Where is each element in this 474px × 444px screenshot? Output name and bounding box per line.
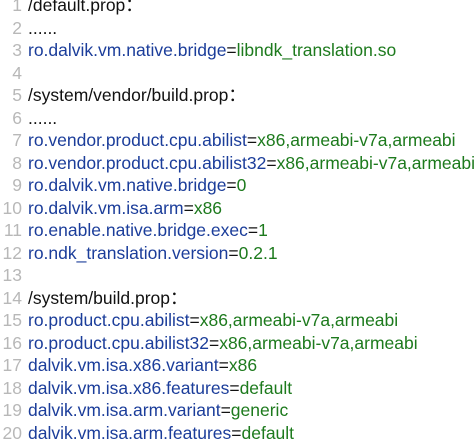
line-content: ro.vendor.product.cpu.abilist32=x86,arme… <box>28 152 474 175</box>
code-line: 15 ro.product.cpu.abilist=x86,armeabi-v7… <box>0 309 474 332</box>
property-key: ro.enable.native.bridge.exec <box>28 220 248 240</box>
line-content: ro.enable.native.bridge.exec=1 <box>28 219 268 242</box>
equals-sign: = <box>247 130 257 150</box>
line-content: dalvik.vm.isa.arm.features=default <box>28 422 294 444</box>
line-number: 17 <box>0 354 28 377</box>
code-line: 13 <box>0 264 474 287</box>
code-line: 5 /system/vendor/build.prop： <box>0 84 474 107</box>
line-number: 12 <box>0 242 28 265</box>
property-value: 0.2.1 <box>239 243 278 263</box>
code-line: 20 dalvik.vm.isa.arm.features=default <box>0 422 474 444</box>
line-number: 8 <box>0 152 28 175</box>
property-key: ro.vendor.product.cpu.abilist32 <box>28 153 266 173</box>
property-value: generic <box>231 400 288 420</box>
property-value: x86 <box>229 355 257 375</box>
line-content: dalvik.vm.isa.x86.features=default <box>28 377 292 400</box>
code-line: 1 /default.prop： <box>0 0 474 17</box>
code-line: 3 ro.dalvik.vm.native.bridge=libndk_tran… <box>0 39 474 62</box>
code-line: 11 ro.enable.native.bridge.exec=1 <box>0 219 474 242</box>
property-value: 1 <box>258 220 268 240</box>
code-line: 4 <box>0 62 474 85</box>
line-number: 13 <box>0 264 28 287</box>
line-text: /default.prop： <box>28 0 143 17</box>
line-number: 7 <box>0 129 28 152</box>
line-number: 18 <box>0 377 28 400</box>
property-key: ro.vendor.product.cpu.abilist <box>28 130 247 150</box>
code-line: 16 ro.product.cpu.abilist32=x86,armeabi-… <box>0 332 474 355</box>
property-key: ro.dalvik.vm.native.bridge <box>28 175 226 195</box>
property-value: libndk_translation.so <box>237 40 397 60</box>
equals-sign: = <box>221 400 231 420</box>
equals-sign: = <box>209 333 219 353</box>
line-number: 20 <box>0 422 28 444</box>
line-number: 6 <box>0 107 28 130</box>
code-line: 12 ro.ndk_translation.version=0.2.1 <box>0 242 474 265</box>
line-content: ro.vendor.product.cpu.abilist=x86,armeab… <box>28 129 456 152</box>
property-value: 0 <box>237 175 247 195</box>
line-content: ro.product.cpu.abilist=x86,armeabi-v7a,a… <box>28 309 398 332</box>
property-key: dalvik.vm.isa.arm.features <box>28 423 231 443</box>
property-key: ro.dalvik.vm.isa.arm <box>28 198 184 218</box>
equals-sign: = <box>226 175 236 195</box>
line-number: 9 <box>0 174 28 197</box>
code-line: 6 ...... <box>0 107 474 130</box>
code-line: 8 ro.vendor.product.cpu.abilist32=x86,ar… <box>0 152 474 175</box>
line-number: 19 <box>0 399 28 422</box>
line-number: 15 <box>0 309 28 332</box>
line-number: 10 <box>0 197 28 220</box>
equals-sign: = <box>231 423 241 443</box>
line-number: 4 <box>0 62 28 85</box>
line-number: 1 <box>0 0 28 17</box>
line-content: ro.dalvik.vm.isa.arm=x86 <box>28 197 222 220</box>
line-content: dalvik.vm.isa.arm.variant=generic <box>28 399 288 422</box>
code-line: 2 ...... <box>0 17 474 40</box>
line-content: ro.dalvik.vm.native.bridge=libndk_transl… <box>28 39 396 62</box>
line-number: 2 <box>0 17 28 40</box>
property-key: dalvik.vm.isa.x86.variant <box>28 355 219 375</box>
code-line: 10 ro.dalvik.vm.isa.arm=x86 <box>0 197 474 220</box>
line-text: /system/vendor/build.prop： <box>28 84 246 107</box>
property-key: ro.product.cpu.abilist32 <box>28 333 209 353</box>
line-text: /system/build.prop： <box>28 287 188 310</box>
line-number: 3 <box>0 39 28 62</box>
property-key: ro.ndk_translation.version <box>28 243 228 263</box>
property-key: ro.dalvik.vm.native.bridge <box>28 40 226 60</box>
property-key: dalvik.vm.isa.x86.features <box>28 378 229 398</box>
property-key: ro.product.cpu.abilist <box>28 310 189 330</box>
line-text: ...... <box>28 17 57 40</box>
line-content: dalvik.vm.isa.x86.variant=x86 <box>28 354 257 377</box>
line-text: ...... <box>28 107 57 130</box>
property-value: x86 <box>194 198 222 218</box>
equals-sign: = <box>184 198 194 218</box>
equals-sign: = <box>266 153 276 173</box>
code-line: 14 /system/build.prop： <box>0 287 474 310</box>
code-line: 19 dalvik.vm.isa.arm.variant=generic <box>0 399 474 422</box>
code-line: 7 ro.vendor.product.cpu.abilist=x86,arme… <box>0 129 474 152</box>
property-value: default <box>242 423 295 443</box>
property-value: x86,armeabi-v7a,armeabi <box>277 153 474 173</box>
equals-sign: = <box>219 355 229 375</box>
code-line: 18 dalvik.vm.isa.x86.features=default <box>0 377 474 400</box>
line-number: 16 <box>0 332 28 355</box>
property-value: x86,armeabi-v7a,armeabi <box>257 130 455 150</box>
equals-sign: = <box>248 220 258 240</box>
equals-sign: = <box>228 243 238 263</box>
line-number: 5 <box>0 84 28 107</box>
code-line: 9 ro.dalvik.vm.native.bridge=0 <box>0 174 474 197</box>
property-value: x86,armeabi-v7a,armeabi <box>200 310 398 330</box>
line-content: ro.product.cpu.abilist32=x86,armeabi-v7a… <box>28 332 418 355</box>
equals-sign: = <box>229 378 239 398</box>
code-line: 17 dalvik.vm.isa.x86.variant=x86 <box>0 354 474 377</box>
equals-sign: = <box>189 310 199 330</box>
line-number: 11 <box>0 219 28 242</box>
property-key: dalvik.vm.isa.arm.variant <box>28 400 221 420</box>
property-value: default <box>240 378 293 398</box>
line-content: ro.ndk_translation.version=0.2.1 <box>28 242 278 265</box>
line-content: ro.dalvik.vm.native.bridge=0 <box>28 174 246 197</box>
property-value: x86,armeabi-v7a,armeabi <box>219 333 417 353</box>
line-number: 14 <box>0 287 28 310</box>
equals-sign: = <box>226 40 236 60</box>
